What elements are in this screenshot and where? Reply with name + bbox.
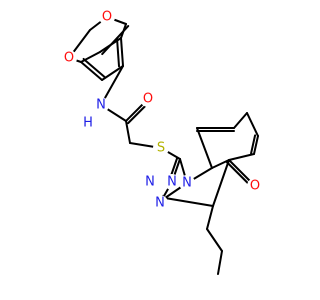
single-bond bbox=[196, 127, 213, 169]
single-bond bbox=[164, 197, 214, 207]
single-bond bbox=[246, 112, 259, 137]
aromatic-inner-bond bbox=[250, 134, 257, 155]
atom-label-background bbox=[142, 174, 158, 190]
single-bond bbox=[233, 112, 248, 129]
atom-label-h: H bbox=[83, 116, 93, 131]
atom-label-n4: N bbox=[182, 176, 192, 191]
single-bond bbox=[125, 120, 131, 144]
atom-label-background bbox=[164, 174, 180, 190]
single-bond bbox=[101, 65, 124, 81]
single-bond bbox=[206, 228, 223, 252]
single-bond bbox=[80, 61, 103, 81]
single-bond bbox=[80, 51, 101, 63]
atom-label-background bbox=[152, 195, 168, 211]
atom-label-background bbox=[61, 50, 77, 66]
atom-label-background bbox=[247, 178, 263, 194]
atom-label-o4: O bbox=[250, 179, 260, 194]
aromatic-inner-bond bbox=[116, 37, 121, 68]
single-bond bbox=[120, 37, 124, 67]
atom-label-background bbox=[140, 91, 156, 107]
atom-label-background bbox=[99, 9, 115, 25]
atom-label-background bbox=[80, 115, 96, 131]
atom-label-o1: O bbox=[102, 10, 112, 25]
atom-label-s: S bbox=[157, 141, 165, 156]
atom-label-o3: O bbox=[143, 92, 153, 107]
aromatic-inner-bond bbox=[101, 25, 130, 56]
atom-label-background bbox=[153, 140, 169, 156]
single-bond bbox=[211, 159, 230, 169]
single-bond bbox=[206, 205, 214, 230]
single-bond bbox=[253, 135, 259, 155]
atom-label-background bbox=[93, 97, 109, 113]
aromatic-inner-bond bbox=[82, 57, 106, 78]
atom-label-background bbox=[179, 175, 195, 191]
atom-label-n3: N bbox=[145, 175, 155, 190]
atom-label-o2: O bbox=[64, 51, 74, 66]
single-bond bbox=[228, 153, 255, 161]
single-bond bbox=[217, 250, 223, 275]
atom-label-n2: N bbox=[155, 196, 165, 211]
atom-label-n1: N bbox=[167, 175, 177, 190]
single-bond bbox=[212, 159, 230, 207]
atom-label-nh: N bbox=[96, 98, 106, 113]
